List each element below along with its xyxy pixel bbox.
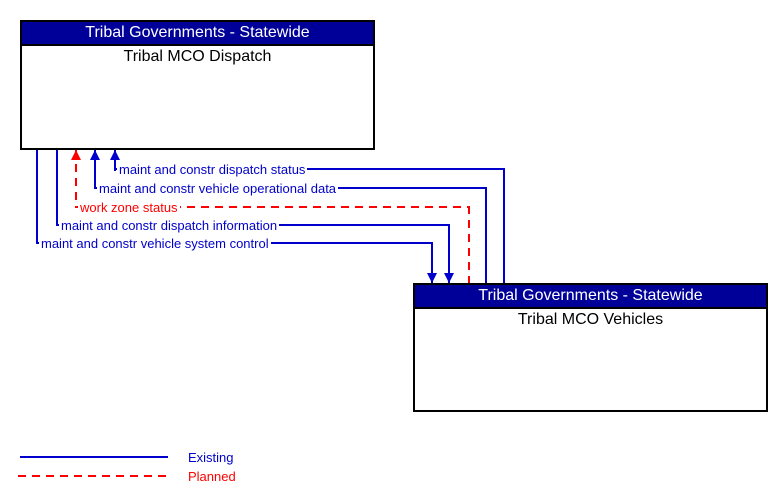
arrowhead-down-icon: [444, 273, 454, 283]
flow-label[interactable]: maint and constr dispatch status: [117, 162, 308, 177]
legend-planned-label: Planned: [188, 469, 236, 484]
flow-line-segment: [485, 187, 487, 283]
legend-existing-label: Existing: [188, 450, 234, 465]
entity-group-header: Tribal Governments - Statewide: [22, 22, 373, 46]
entity-tribal-mco-vehicles[interactable]: Tribal Governments - Statewide Tribal MC…: [413, 283, 768, 412]
flow-line-segment: [75, 150, 77, 208]
flow-label[interactable]: work zone status: [78, 200, 180, 215]
flow-label[interactable]: maint and constr vehicle operational dat…: [97, 181, 339, 196]
arrowhead-up-icon: [90, 150, 100, 160]
flow-line-segment: [36, 150, 38, 244]
flow-line-segment: [75, 206, 470, 208]
legend-existing-line: [20, 456, 168, 458]
entity-tribal-mco-dispatch[interactable]: Tribal Governments - Statewide Tribal MC…: [20, 20, 375, 150]
arrowhead-down-icon: [427, 273, 437, 283]
entity-name: Tribal MCO Dispatch: [123, 48, 272, 65]
flow-line-segment: [431, 242, 433, 283]
arrowhead-up-icon: [110, 150, 120, 160]
flow-line-segment: [114, 150, 116, 171]
legend-planned-line: [18, 475, 168, 477]
entity-group-header: Tribal Governments - Statewide: [415, 285, 766, 309]
flow-line-segment: [56, 150, 58, 226]
flow-line-segment: [503, 168, 505, 283]
flow-label[interactable]: maint and constr dispatch information: [59, 218, 280, 233]
arrowhead-up-icon: [71, 150, 81, 160]
flow-line-segment: [468, 206, 470, 283]
flow-line-segment: [448, 224, 450, 283]
flow-line-segment: [94, 150, 96, 189]
flow-label[interactable]: maint and constr vehicle system control: [39, 236, 271, 251]
entity-name: Tribal MCO Vehicles: [517, 311, 664, 328]
flow-line-segment: [114, 168, 505, 170]
